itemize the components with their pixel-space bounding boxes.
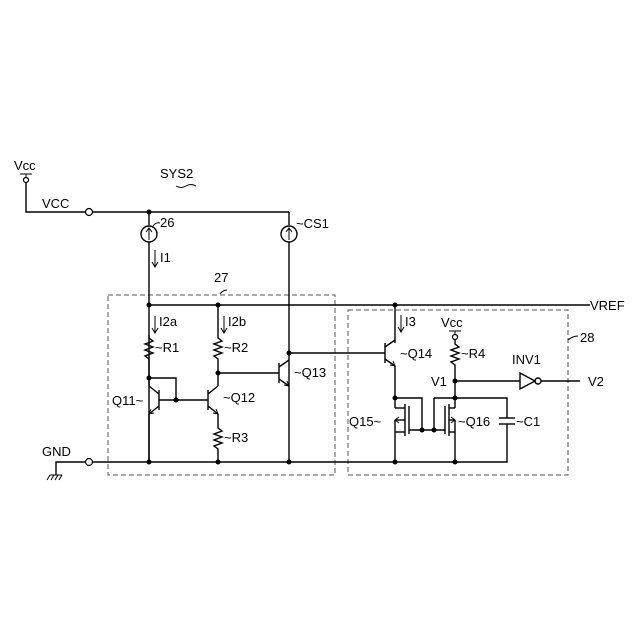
q14-label: ~Q14 bbox=[400, 346, 432, 361]
i1-label: I1 bbox=[160, 250, 171, 265]
q16-label: ~Q16 bbox=[458, 414, 490, 429]
vref-label: VREF bbox=[590, 298, 625, 313]
r3-label: ~R3 bbox=[224, 430, 248, 445]
block-27-outline bbox=[108, 295, 335, 475]
ref-28-label: 28 bbox=[580, 330, 594, 345]
transistor-q13 bbox=[279, 360, 289, 386]
capacitor-c1 bbox=[499, 418, 515, 424]
q11-label: Q11~ bbox=[112, 393, 144, 408]
cs1-label: ~CS1 bbox=[296, 216, 329, 231]
junction bbox=[453, 460, 458, 465]
inverter-inv1 bbox=[520, 373, 580, 389]
i2a-label: I2a bbox=[159, 314, 178, 329]
i2b-label: I2b bbox=[228, 314, 246, 329]
r2-label: ~R2 bbox=[224, 340, 248, 355]
r4-label: ~R4 bbox=[461, 346, 485, 361]
junction bbox=[147, 303, 152, 308]
ref-26-leader bbox=[153, 223, 160, 226]
ref-26-label: 26 bbox=[160, 215, 174, 230]
i3-label: I3 bbox=[405, 314, 416, 329]
transistor-q15 bbox=[395, 398, 409, 462]
transistor-q11 bbox=[149, 378, 159, 414]
current-source-cs1 bbox=[281, 212, 297, 460]
junction bbox=[287, 460, 292, 465]
vcc-top-label: Vcc bbox=[14, 158, 36, 173]
r1-label: ~R1 bbox=[155, 340, 179, 355]
v1-label: V1 bbox=[431, 374, 447, 389]
transistor-q12 bbox=[208, 386, 218, 414]
q12-label: ~Q12 bbox=[223, 390, 255, 405]
c1-label: ~C1 bbox=[516, 414, 540, 429]
ref-27-label: 27 bbox=[214, 270, 228, 285]
resistor-r3 bbox=[214, 425, 222, 460]
transistor-q14 bbox=[385, 340, 395, 366]
junction bbox=[420, 428, 425, 433]
ref-28-leader bbox=[568, 336, 578, 340]
gnd-label: GND bbox=[42, 444, 71, 459]
gnd-symbol bbox=[47, 459, 93, 481]
q13-label: ~Q13 bbox=[294, 365, 326, 380]
ref-27-leader bbox=[220, 290, 227, 294]
transistor-q16 bbox=[445, 404, 455, 436]
vcc-right-label: Vcc bbox=[441, 315, 463, 330]
block-28-outline bbox=[348, 310, 568, 475]
vcc-node-label: VCC bbox=[42, 196, 69, 211]
sys2-label: SYS2 bbox=[160, 166, 193, 181]
q15-label: Q15~ bbox=[349, 414, 382, 429]
resistor-r2 bbox=[214, 335, 222, 362]
sys2-leader bbox=[176, 185, 196, 188]
v2-label: V2 bbox=[588, 374, 604, 389]
junction bbox=[216, 460, 221, 465]
inv1-label: INV1 bbox=[512, 352, 541, 367]
junction bbox=[174, 398, 179, 403]
vcc-right-symbol bbox=[449, 331, 461, 340]
